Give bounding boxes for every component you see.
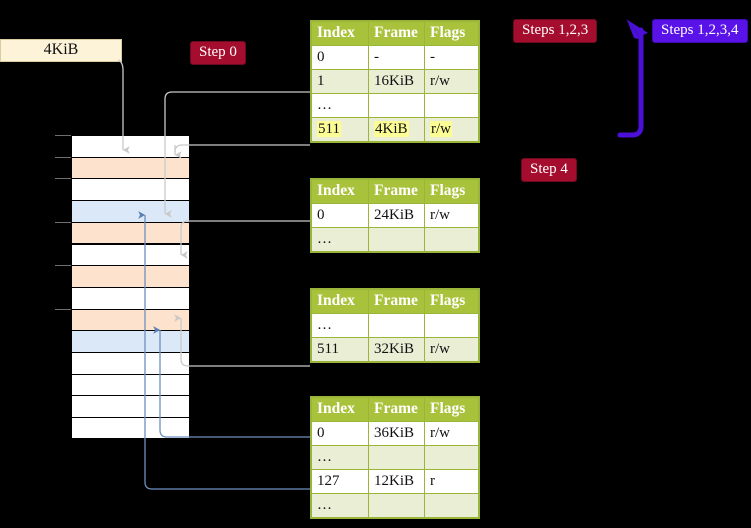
memory-frame-cell: [71, 156, 190, 179]
cell-flags: [424, 227, 479, 252]
column-header-frame: Frame: [368, 397, 425, 422]
cell-index: …: [311, 445, 369, 470]
connector-t1r511-to-mem: [174, 144, 310, 153]
cell-index: 511: [311, 337, 369, 362]
memory-tick-mark: [55, 135, 71, 136]
cell-index: …: [311, 493, 369, 518]
cell-frame: 16KiB: [368, 69, 425, 94]
table-row[interactable]: …: [311, 227, 479, 252]
cell-index: 511: [311, 117, 369, 142]
cell-flags: r/w: [424, 421, 479, 446]
column-header-flags: Flags: [424, 179, 479, 204]
cell-frame: [368, 493, 425, 518]
cell-flags: -: [424, 45, 479, 70]
cell-frame: 36KiB: [368, 421, 425, 446]
cell-index: 0: [311, 203, 369, 228]
memory-tick-mark: [55, 308, 71, 310]
memory-frame-cell: [71, 308, 190, 331]
size-label-box: 4KiB: [0, 39, 122, 62]
badge-steps-123: Steps 1,2,3: [513, 19, 598, 43]
memory-frame-cell: [71, 286, 190, 309]
size-label-text: 4KiB: [43, 41, 79, 58]
cell-frame: [368, 93, 425, 118]
column-header-flags: Flags: [424, 289, 479, 314]
column-header-flags: Flags: [424, 21, 479, 46]
memory-tick-mark: [55, 178, 71, 180]
column-header-index: Index: [311, 179, 369, 204]
cell-frame: 4KiB: [368, 117, 425, 142]
memory-frame-cell: [71, 330, 190, 352]
cell-flags: r/w: [424, 203, 479, 228]
column-header-index: Index: [311, 21, 369, 46]
cell-frame: 32KiB: [368, 337, 425, 362]
cell-flags: [424, 93, 479, 118]
column-header-index: Index: [311, 397, 369, 422]
cell-frame: 12KiB: [368, 469, 425, 494]
cell-flags: [424, 493, 479, 518]
table-row[interactable]: 0--: [311, 45, 479, 70]
table-row[interactable]: …: [311, 493, 479, 518]
cell-flags: [424, 445, 479, 470]
memory-frame-cell: [71, 221, 190, 244]
cell-index: 0: [311, 45, 369, 70]
badge-step-4: Step 4: [521, 158, 577, 182]
memory-frame-cell: [71, 243, 190, 266]
memory-tick-mark: [55, 221, 71, 223]
column-header-frame: Frame: [368, 21, 425, 46]
memory-frame-cell: [71, 417, 190, 439]
cell-flags: r: [424, 469, 479, 494]
cell-frame: [368, 227, 425, 252]
memory-frame-cell: [71, 373, 190, 396]
cell-flags: r/w: [424, 69, 479, 94]
cell-index: …: [311, 313, 369, 338]
table-row[interactable]: …: [311, 93, 479, 118]
memory-frame-cell: [71, 178, 190, 201]
cell-flags: r/w: [424, 337, 479, 362]
cell-index: …: [311, 93, 369, 118]
column-header-frame: Frame: [368, 289, 425, 314]
memory-frame-cell: [71, 265, 190, 287]
table-row[interactable]: …: [311, 445, 479, 470]
cell-index: …: [311, 227, 369, 252]
connector-t3r511-to-mem: [174, 314, 310, 367]
badge-step-0: Step 0: [190, 41, 246, 65]
column-header-flags: Flags: [424, 397, 479, 422]
memory-frame-cell: [71, 352, 190, 374]
bracket-arrowhead: [627, 20, 643, 40]
column-header-index: Index: [311, 289, 369, 314]
memory-frame-cell: [71, 395, 190, 418]
table-row[interactable]: …: [311, 313, 479, 338]
memory-frame-cell: [71, 200, 190, 222]
memory-tick-mark: [55, 156, 71, 158]
badge-steps-1234: Steps 1,2,3,4: [652, 19, 748, 43]
cell-flags: r/w: [424, 117, 479, 142]
cell-index: 0: [311, 421, 369, 446]
column-header-frame: Frame: [368, 179, 425, 204]
bracket-arrow-steps: [617, 27, 644, 138]
cell-frame: -: [368, 45, 425, 70]
cell-flags: [424, 313, 479, 338]
cell-frame: [368, 313, 425, 338]
bracket-arrowhead2: [626, 19, 648, 36]
cell-index: 127: [311, 469, 369, 494]
cell-frame: 24KiB: [368, 203, 425, 228]
cell-frame: [368, 445, 425, 470]
memory-frame-cell: [71, 135, 190, 157]
physical-memory-column: [55, 135, 190, 439]
memory-tick-mark: [55, 265, 71, 267]
connector-t2r0-to-mem: [180, 220, 310, 259]
cell-index: 1: [311, 69, 369, 94]
